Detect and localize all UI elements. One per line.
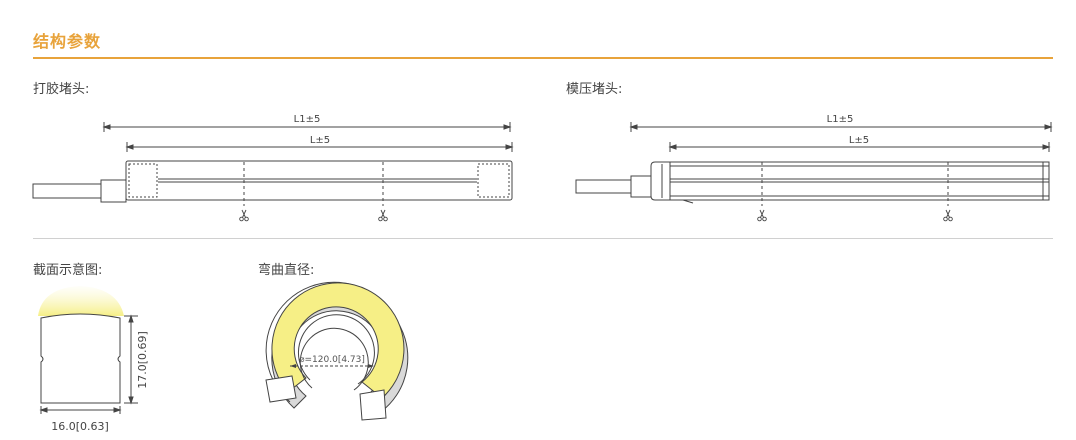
cable-sleeve: [100, 179, 127, 203]
molded-end-cap-drawing: L1±5 L±5: [575, 114, 1053, 222]
cross-section-label: 截面示意图:: [33, 263, 103, 278]
scissors-icon: [757, 209, 767, 222]
glue-l1-label: L1±5: [294, 114, 321, 125]
cable: [32, 183, 102, 199]
molded-cap-right: [1042, 161, 1050, 201]
bend-diameter-label: 弯曲直径:: [258, 263, 315, 278]
strip-body: [669, 161, 1050, 201]
title-divider: [33, 57, 1053, 59]
width-dimension: 16.0[0.63]: [51, 420, 109, 433]
glue-l-label: L±5: [310, 135, 330, 146]
scissors-icon: [943, 209, 953, 222]
cable-sleeve: [630, 175, 652, 198]
molded-cap-left: [650, 161, 671, 201]
scissors-icon: [378, 209, 388, 222]
glue-end-cap-label: 打胶堵头:: [33, 82, 90, 97]
profile-outline: [40, 313, 121, 404]
cable: [575, 179, 632, 194]
scissors-icon: [239, 209, 249, 222]
section-title: 结构参数: [33, 32, 102, 51]
molded-l-label: L±5: [849, 135, 869, 146]
bend-diameter-drawing: ⌀=120.0[4.73]: [265, 281, 409, 421]
cross-section-drawing: 17.0[0.69] 16.0[0.63]: [38, 286, 149, 433]
strip-light-face: [271, 282, 405, 399]
glue-cap-left: [128, 163, 158, 198]
height-dimension: 17.0[0.69]: [136, 331, 149, 389]
molded-l1-label: L1±5: [827, 114, 854, 125]
strip-body: [125, 160, 513, 201]
light-glow: [38, 286, 124, 316]
glue-cap-right: [477, 163, 510, 198]
glue-end-cap-drawing: L1±5 L±5: [32, 114, 514, 222]
molded-end-cap-label: 模压堵头:: [566, 82, 623, 97]
diameter-dimension: ⌀=120.0[4.73]: [299, 355, 365, 365]
section-divider: [33, 238, 1053, 239]
